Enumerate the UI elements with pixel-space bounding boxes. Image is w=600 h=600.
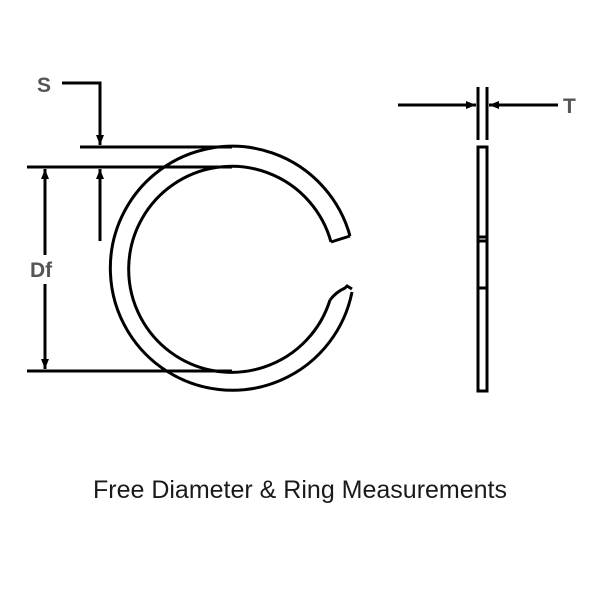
ring-edge-bar bbox=[476, 145, 489, 393]
label-s: S bbox=[37, 74, 51, 97]
ring-inner-edge bbox=[127, 164, 333, 374]
front-dimension-lines bbox=[27, 81, 232, 373]
ring-front-view bbox=[108, 144, 354, 392]
label-df: Df bbox=[30, 259, 53, 282]
diagram-caption: Free Diameter & Ring Measurements bbox=[92, 476, 508, 504]
ring-gap-bottom-end bbox=[328, 284, 353, 301]
ring-outer-edge bbox=[108, 144, 354, 392]
ring-side-view bbox=[398, 87, 558, 393]
label-t: T bbox=[563, 95, 576, 118]
ring-gap-top-end bbox=[330, 234, 351, 244]
s-leader-line bbox=[62, 81, 104, 145]
